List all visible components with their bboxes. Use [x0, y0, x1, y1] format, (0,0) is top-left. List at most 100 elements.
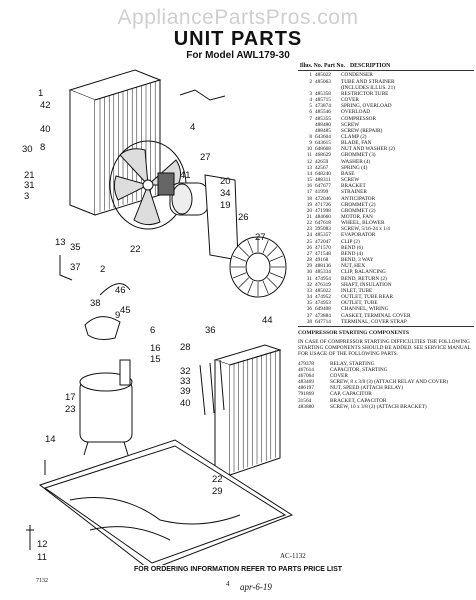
part-no: 49168 — [315, 257, 329, 264]
part-no: 485022 — [315, 287, 331, 294]
part-description: GASKET, TERMINAL COVER — [341, 312, 411, 319]
illus-no: 6 — [309, 109, 312, 116]
part-description: OUTLET, TUBE — [341, 300, 378, 307]
part-description: BRACKET — [341, 183, 366, 190]
section-rule — [298, 325, 474, 327]
illus-no: 37 — [306, 312, 312, 319]
fan-motor — [169, 182, 222, 216]
document-code: 7132 — [36, 578, 48, 584]
table-row: 467614 CAPACITOR, STARTING — [298, 367, 474, 373]
callout-label: 2 — [100, 264, 105, 275]
part-no: 474953 — [315, 300, 331, 307]
illus-no: 4 — [309, 97, 312, 104]
base-pan — [38, 439, 294, 565]
part-description: NUT, HEX — [341, 263, 366, 270]
part-description: RELAY, STARTING — [330, 360, 375, 367]
illus-no: 24 — [306, 232, 312, 239]
callout-label: 31 — [24, 180, 35, 191]
callout-label: 35 — [70, 242, 81, 253]
part-no: 485357 — [315, 232, 331, 239]
part-description: CLAMP (2) — [341, 133, 367, 140]
part-description: SPRING (4) — [341, 164, 368, 171]
part-description: COMPRESSOR — [341, 115, 377, 122]
part-description: SCREW, 10 x 3/8 (2) (ATTACH BRACKET) — [330, 403, 427, 410]
illus-no: 8 — [309, 133, 312, 140]
part-description: CLIP (2) — [341, 238, 360, 245]
part-description: BEND (6) — [341, 244, 363, 251]
part-no: 471726 — [315, 201, 331, 208]
callout-label: 32 — [180, 366, 191, 377]
illus-no: 7 — [309, 115, 312, 122]
part-no: 485715 — [315, 97, 331, 104]
part-description: RESTRICTOR TUBE — [341, 90, 389, 97]
part-description: SCREW — [341, 121, 360, 128]
callout-label: 16 — [150, 343, 161, 354]
callout-label: 20 — [220, 176, 231, 187]
part-no: 488480 — [315, 121, 331, 128]
part-no: 485546 — [315, 109, 331, 116]
part-description: COVER — [330, 372, 348, 379]
callout-label: 38 — [90, 298, 101, 309]
part-no: 488485 — [315, 127, 331, 134]
part-description: CAPACITOR, STARTING — [330, 366, 388, 373]
part-description: CAP, CAPACITOR — [330, 391, 372, 398]
illus-no: 32 — [306, 281, 312, 288]
callout-label: 6 — [150, 325, 155, 336]
callout-label: 14 — [45, 434, 56, 445]
table-row: 488480 SCREW — [298, 122, 474, 128]
col-description: DESCRIPTION — [350, 63, 391, 69]
illus-no: 34 — [306, 294, 312, 301]
part-no: 791869 — [298, 391, 314, 398]
part-no: 467614 — [298, 366, 314, 373]
part-no: 42659 — [315, 158, 329, 165]
illus-no: 18 — [306, 195, 312, 202]
callout-label: 46 — [115, 285, 126, 296]
callout-label: 42 — [40, 100, 51, 111]
part-description: CONDENSER — [341, 72, 373, 79]
starting-components-note: IN CASE OF COMPRESSOR STARTING DIFFICULT… — [298, 338, 471, 358]
illus-no: 26 — [306, 244, 312, 251]
col-illus: Illus. No. — [299, 63, 323, 69]
callout-label: 26 — [238, 212, 249, 223]
part-no: 647618 — [315, 220, 331, 227]
part-description: SCREW, 5/16-24 x 1/4 — [341, 226, 390, 233]
illus-no: 29 — [306, 263, 312, 270]
illus-no: 9 — [309, 140, 312, 147]
part-no: 476319 — [315, 281, 331, 288]
illus-no: 27 — [306, 250, 312, 257]
part-description: GROMMET (2) — [341, 207, 376, 214]
part-no: 485358 — [315, 90, 331, 97]
callout-label: 44 — [262, 315, 273, 326]
callout-label: 17 — [65, 392, 76, 403]
part-no: 488311 — [315, 177, 331, 184]
illus-no: 31 — [306, 275, 312, 282]
part-description: EVAPORATOR — [341, 232, 376, 239]
callout-label: 22 — [130, 244, 141, 255]
part-description: BASE — [341, 170, 355, 177]
callout-label: 23 — [65, 404, 76, 415]
callout-label: 39 — [180, 386, 191, 397]
blower-wheel — [229, 236, 287, 298]
illus-no: 23 — [306, 226, 312, 233]
part-description: (INCLUDES ILLUS. 21) — [341, 84, 395, 91]
part-no: 643615 — [315, 140, 331, 147]
callout-label: 8 — [40, 142, 45, 153]
